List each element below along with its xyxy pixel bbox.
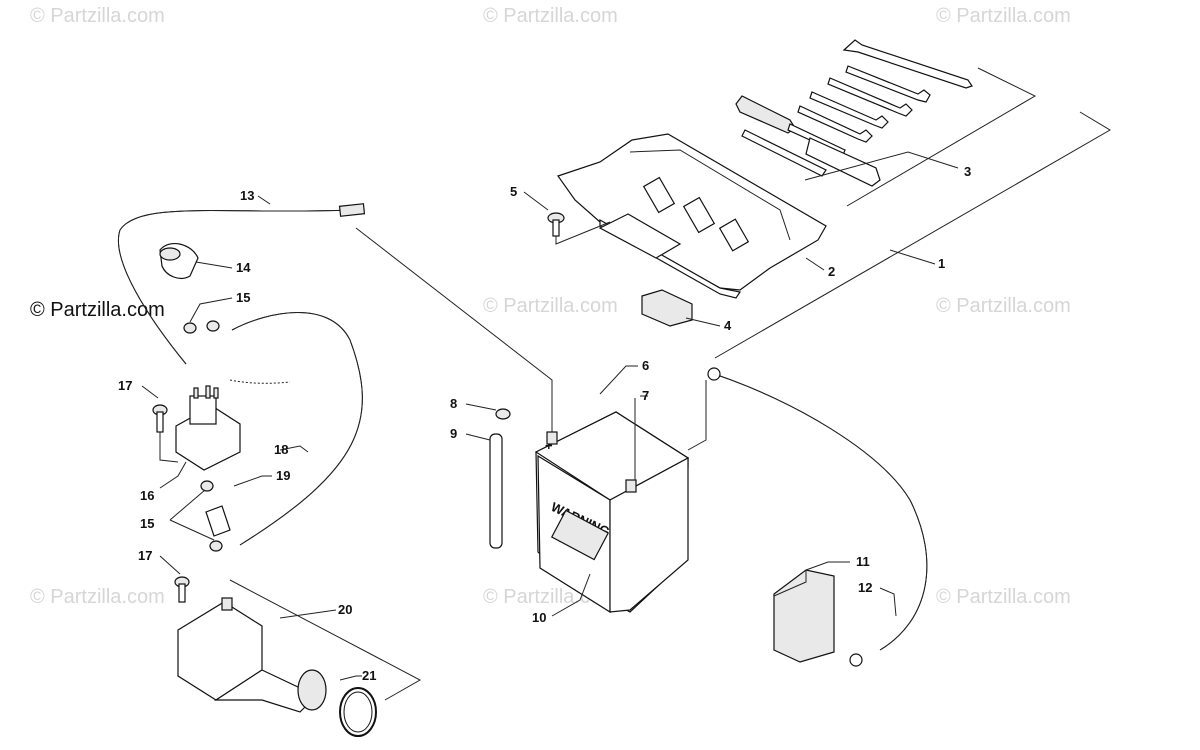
watermark: © Partzilla.com (936, 5, 1071, 27)
callout-10[interactable]: 10 (532, 610, 546, 625)
callout-21[interactable]: 21 (362, 668, 376, 683)
callout-9[interactable]: 9 (450, 426, 457, 441)
callout-8[interactable]: 8 (450, 396, 457, 411)
callout-18[interactable]: 18 (274, 442, 288, 457)
callout-17-top[interactable]: 17 (118, 378, 132, 393)
watermark: © Partzilla.com (936, 295, 1071, 317)
screw-5 (547, 212, 565, 237)
callout-5[interactable]: 5 (510, 184, 517, 199)
callout-14[interactable]: 14 (236, 260, 251, 275)
callout-15-bottom[interactable]: 15 (140, 516, 154, 531)
boot-14 (159, 242, 199, 279)
callout-11[interactable]: 11 (856, 554, 870, 569)
watermark: © Partzilla.com (30, 586, 165, 608)
watermarks: © Partzilla.com © Partzilla.com © Partzi… (30, 5, 1071, 608)
o-ring (339, 687, 377, 737)
callouts: 1 2 3 4 5 6 7 8 9 10 11 12 13 14 15 15 1… (118, 164, 971, 683)
vent-tube (489, 408, 511, 549)
callout-17-bottom[interactable]: 17 (138, 548, 152, 563)
callout-19[interactable]: 19 (276, 468, 290, 483)
foam-pad-4 (641, 289, 693, 327)
callout-13[interactable]: 13 (240, 188, 254, 203)
callout-16[interactable]: 16 (140, 488, 154, 503)
callout-4[interactable]: 4 (724, 318, 732, 333)
callout-3[interactable]: 3 (964, 164, 971, 179)
leader-lines (141, 67, 1111, 701)
watermark: © Partzilla.com (30, 5, 165, 27)
callout-6[interactable]: 6 (642, 358, 649, 373)
battery: + WARNING (534, 411, 690, 614)
callout-12[interactable]: 12 (858, 580, 872, 595)
callout-2[interactable]: 2 (828, 264, 835, 279)
tool-tray (557, 133, 827, 299)
callout-7[interactable]: 7 (642, 388, 649, 403)
watermark: © Partzilla.com (483, 295, 618, 317)
starter-solenoid (175, 379, 291, 471)
battery-terminal-mark: + (545, 438, 553, 453)
tool-kit (735, 39, 973, 187)
watermark: © Partzilla.com (483, 5, 618, 27)
cables (118, 203, 928, 667)
starter-motor (177, 597, 327, 713)
callout-1[interactable]: 1 (938, 256, 945, 271)
nuts-15 (183, 320, 223, 552)
callout-20[interactable]: 20 (338, 602, 352, 617)
watermark-prominent: © Partzilla.com (30, 299, 165, 321)
foam-pad-11 (773, 569, 835, 663)
boot-19 (205, 505, 231, 537)
screws-17 (152, 404, 190, 603)
watermark: © Partzilla.com (936, 586, 1071, 608)
callout-15-top[interactable]: 15 (236, 290, 250, 305)
